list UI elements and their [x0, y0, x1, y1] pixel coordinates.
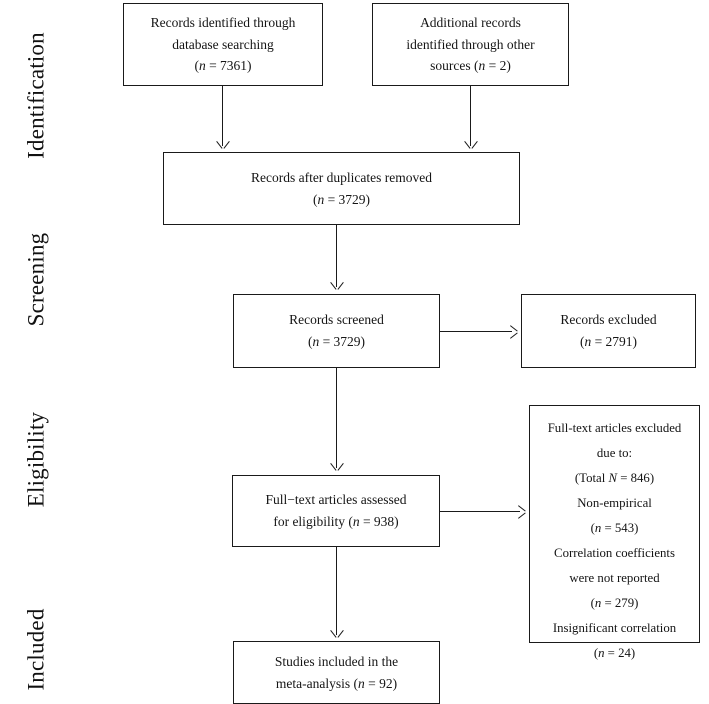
stage-label-screening: Screening — [23, 232, 49, 327]
connector-fulltext-to-excluded — [440, 511, 520, 512]
node-line: Additional records — [420, 14, 521, 30]
connector-screened-to-fulltext — [336, 368, 337, 468]
node-line: Full−text articles assessed — [265, 492, 407, 508]
node-line: Records screened — [289, 312, 384, 328]
stage-label-included: Included — [23, 608, 49, 691]
node-records-identified: Records identified through database sear… — [123, 3, 323, 86]
node-line: sources (n = 2) — [430, 58, 511, 74]
arrow-down-icon — [216, 141, 229, 152]
node-line: identified through other — [406, 36, 535, 52]
node-line: (n = 7361) — [194, 58, 252, 74]
node-line: Non-empirical — [577, 495, 652, 510]
connector-duplicates-to-screened — [336, 225, 337, 287]
node-line: database searching — [172, 36, 274, 52]
node-after-duplicates-removed: Records after duplicates removed (n = 37… — [163, 152, 520, 225]
node-line: Records identified through — [150, 14, 296, 30]
node-fulltext-articles-excluded: Full-text articles excluded due to: (Tot… — [529, 405, 700, 660]
node-additional-records: Additional records identified through ot… — [372, 3, 569, 86]
node-line: Full-text articles excluded — [547, 421, 682, 435]
node-records-screened: Records screened (n = 3729) — [233, 294, 440, 368]
connector-additional-to-duplicates — [470, 86, 471, 146]
arrow-right-icon — [518, 505, 529, 518]
arrow-right-icon — [510, 325, 521, 338]
arrow-down-icon — [330, 630, 343, 641]
node-line: Correlation coefficients — [554, 545, 675, 560]
node-line: (n = 3729) — [312, 191, 371, 207]
node-line: (Total N = 846) — [574, 470, 655, 485]
arrow-down-icon — [330, 463, 343, 474]
node-line: meta-analysis (n = 92) — [275, 675, 398, 691]
connector-screened-to-excluded — [440, 331, 512, 332]
stage-label-identification: Identification — [23, 32, 49, 159]
node-line: for eligibility (n = 938) — [273, 514, 399, 529]
arrow-down-icon — [330, 282, 343, 293]
node-line: Studies included in the — [274, 653, 399, 669]
node-line: (n = 3729) — [307, 334, 366, 349]
arrow-down-icon — [464, 141, 477, 152]
node-line: (n = 24) — [593, 645, 636, 660]
node-line: (n = 279) — [590, 595, 639, 610]
node-studies-included: Studies included in the meta-analysis (n… — [233, 641, 440, 704]
stage-label-eligibility: Eligibility — [23, 411, 49, 508]
node-records-excluded: Records excluded (n = 2791) — [521, 294, 696, 368]
node-line: due to: — [596, 445, 633, 460]
node-line: Records excluded — [560, 312, 657, 328]
connector-identified-to-duplicates — [222, 86, 223, 146]
node-line: were not reported — [569, 570, 660, 585]
node-line: Records after duplicates removed — [250, 169, 433, 185]
node-line: (n = 2791) — [579, 334, 638, 349]
connector-fulltext-to-included — [336, 547, 337, 635]
node-line: (n = 543) — [590, 520, 639, 535]
node-line: Insignificant correlation — [552, 620, 677, 635]
node-fulltext-articles-assessed: Full−text articles assessed for eligibil… — [232, 475, 440, 547]
